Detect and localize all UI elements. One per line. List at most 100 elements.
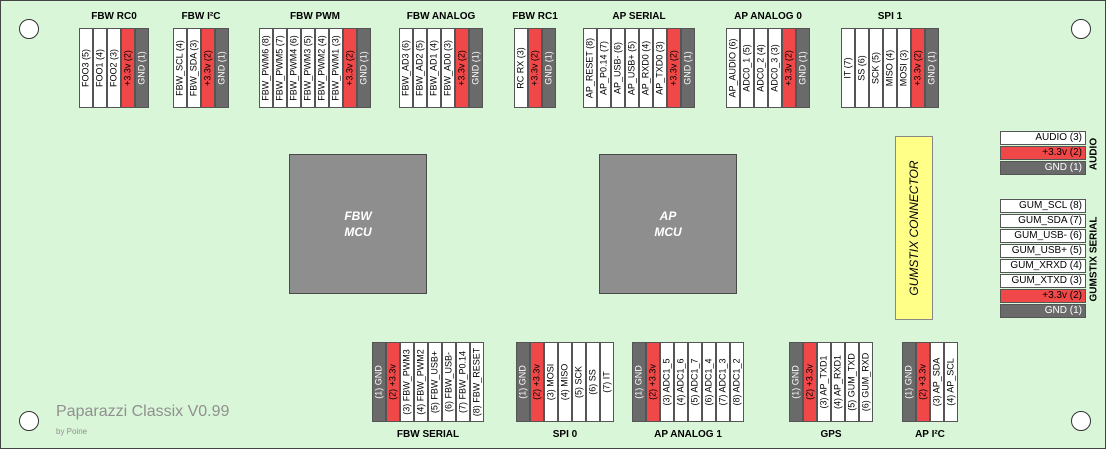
connector-fbw-pwm-pin-fbw-pwm6-8: FBW_PWM6 (8): [259, 28, 273, 108]
connector-spi-0-pin-4-miso: (4) MISO: [558, 342, 572, 422]
connector-fbw-serial-pin-1-gnd: (1) GND: [372, 342, 386, 422]
pin-label: +3.3v (2): [344, 50, 355, 86]
connector-audio-title: AUDIO: [1088, 137, 1100, 170]
pin-label: (5) SCK: [573, 365, 584, 399]
connector-fbw-analog-pin-fbw-ad3-6: FBW_AD3 (6): [399, 28, 413, 108]
connector-gumstix-serial-pin-gnd-1: GND (1): [1000, 304, 1086, 318]
pin-label: (2) +3.3v: [804, 364, 815, 400]
pin-label: (1) GND: [517, 365, 528, 399]
pin-label: FBW_PWM5 (7): [274, 35, 285, 101]
connector-spi-0-pin-5-sck: (5) SCK: [572, 342, 586, 422]
pin-label: +3.3v (2): [122, 50, 133, 86]
connector-fbw-serial-pin-7-fbw-p0-14: (7) FBW_P0.14: [456, 342, 470, 422]
pin-label: (3) ADC1_5: [661, 358, 672, 406]
fbw-mcu: FBW MCU: [289, 154, 427, 294]
connector-ap-analog-1-pin-1-gnd: (1) GND: [632, 342, 646, 422]
connector-spi-1-pin-it-7: IT (7): [841, 28, 855, 108]
pin-label: GND (1): [543, 51, 554, 85]
connector-ap-analog-0-pin-adc0-1-5: ADC0_1 (5): [740, 28, 754, 108]
connector-ap-serial-pin-ap-p0-14-7: AP_P0.14 (7): [597, 28, 611, 108]
connector-fbw-serial-title: FBW SERIAL: [396, 429, 460, 440]
connector-ap-serial-title: AP SERIAL: [612, 11, 666, 22]
mounting-hole-top-right: [1071, 19, 1091, 39]
connector-fbw-serial-pin-6-fbw-usb: (6) FBW_USB-: [442, 342, 456, 422]
connector-ap-analog-0-pin-ap-audio-6: AP_AUDIO (6): [726, 28, 740, 108]
connector-ap-serial-pin-ap-usb-5: AP_USB+ (5): [625, 28, 639, 108]
mounting-hole-bottom-right: [1071, 411, 1091, 431]
connector-fbw-analog-title: FBW ANALOG: [406, 11, 476, 22]
pin-label: (3) FBW_PWM3: [401, 349, 412, 415]
connector-gumstix-serial-pin-gum-xrxd-4: GUM_XRXD (4): [1000, 259, 1086, 273]
pin-label: (4) MISO: [559, 363, 570, 401]
connector-fbw-pwm-pin-fbw-pwm4-6: FBW_PWM4 (6): [287, 28, 301, 108]
connector-gumstix-serial-pin-3-3v-2: +3.3v (2): [1000, 289, 1086, 303]
connector-fbw-serial-pin-3-fbw-pwm3: (3) FBW_PWM3: [400, 342, 414, 422]
pin-label: FBW_AD1 (4): [428, 39, 439, 97]
connector-fbw-serial-pin-5-fbw-usb: (5) FBW_USB+: [428, 342, 442, 422]
connector-fbw-rc1-pin-gnd-1: GND (1): [542, 28, 556, 108]
connector-fbw-pwm-pin-fbw-pwm3-5: FBW_PWM3 (5): [301, 28, 315, 108]
connector-ap-analog-1-pin-4-adc1-6: (4) ADC1_6: [674, 342, 688, 422]
pin-label: GND (1): [358, 51, 369, 85]
pin-label: ADC0_3 (3): [769, 44, 780, 92]
connector-fbw-rc0-pin-foo2-3: FOO2 (3): [107, 28, 121, 108]
pin-label: (5) ADC1_7: [689, 358, 700, 406]
connector-ap-analog-1-pin-5-adc1-7: (5) ADC1_7: [688, 342, 702, 422]
connector-gps-pin-5-gum-txd: (5) GUM_TXD: [845, 342, 859, 422]
pin-label: IT (7): [842, 57, 853, 79]
connector-fbw-rc1-pin-3-3v-2: +3.3v (2): [528, 28, 542, 108]
connector-fbw-i2c-pin-fbw-sda-3: FBW_SDA (3): [187, 28, 201, 108]
pin-label: FOO3 (5): [80, 48, 91, 88]
pin-label: FBW_AD2 (5): [414, 39, 425, 97]
pin-label: (4) FBW_PWM2: [415, 349, 426, 415]
pin-label: (2) +3.3v: [531, 364, 542, 400]
connector-fbw-serial-pin-8-fbw-reset: (8) FBW_RESET: [470, 342, 484, 422]
connector-ap-i2c-pin-3-ap-sda: (3) AP_SDA: [930, 342, 944, 422]
pin-label: (6) GUM_RXD: [860, 352, 871, 412]
connector-spi-0-pin-3-mosi: (3) MOSI: [544, 342, 558, 422]
pin-label: (3) AP_SDA: [931, 357, 942, 407]
connector-gumstix-serial-pin-gum-usb-6: GUM_USB- (6): [1000, 229, 1086, 243]
pin-label: AP_AUDIO (6): [727, 38, 738, 98]
pin-label: (6) SS: [587, 369, 598, 395]
connector-ap-serial-pin-3-3v-2: +3.3v (2): [667, 28, 681, 108]
connector-gps-pin-1-gnd: (1) GND: [789, 342, 803, 422]
pin-label: (7) ADC1_3: [717, 358, 728, 406]
connector-spi-0-pin-6-ss: (6) SS: [586, 342, 600, 422]
pin-label: +3.3v (2): [783, 50, 794, 86]
connector-ap-analog-1-pin-8-adc1-2: (8) ADC1_2: [730, 342, 744, 422]
pin-label: AP_RESET (8): [584, 37, 595, 99]
connector-ap-analog-0-pin-gnd-1: GND (1): [796, 28, 810, 108]
connector-ap-analog-0-pin-3-3v-2: +3.3v (2): [782, 28, 796, 108]
pin-label: FBW_PWM1 (3): [330, 35, 341, 101]
board-title: Paparazzi Classix V0.99: [56, 403, 230, 420]
connector-audio-pin-gnd-1: GND (1): [1000, 161, 1086, 175]
pin-label: SS (6): [856, 55, 867, 81]
connector-gps-pin-2-3-3v: (2) +3.3v: [803, 342, 817, 422]
pin-label: +3.3v (2): [529, 50, 540, 86]
connector-fbw-rc0-title: FBW RC0: [91, 11, 137, 22]
pin-label: GND (1): [136, 51, 147, 85]
pin-label: (7) FBW_P0.14: [457, 350, 468, 414]
pin-label: FBW_AD3 (6): [400, 39, 411, 97]
pin-label: FBW_PWM6 (8): [260, 35, 271, 101]
connector-spi-0-pin-1-gnd: (1) GND: [516, 342, 530, 422]
pin-label: FBW_SDA (3): [188, 39, 199, 97]
ap-mcu-label-line2: MCU: [654, 225, 682, 239]
connector-fbw-rc1-pin-rc-rx-3: RC RX (3): [514, 28, 528, 108]
pin-label: (1) GND: [633, 365, 644, 399]
connector-spi-1-pin-gnd-1: GND (1): [925, 28, 939, 108]
connector-spi-1-pin-3-3v-2: +3.3v (2): [911, 28, 925, 108]
pin-label: (4) AP_SCL: [945, 358, 956, 406]
gumstix-connector: GUMSTIX CONNECTOR: [895, 136, 933, 320]
pin-label: (3) AP_TXD1: [818, 355, 829, 409]
fbw-mcu-label-line2: MCU: [344, 225, 372, 239]
connector-ap-serial-pin-gnd-1: GND (1): [681, 28, 695, 108]
connector-fbw-serial-pin-4-fbw-pwm2: (4) FBW_PWM2: [414, 342, 428, 422]
pin-label: FBW_PWM2 (4): [316, 35, 327, 101]
pin-label: (6) ADC1_4: [703, 358, 714, 406]
connector-gumstix-serial-pin-gum-xtxd-3: GUM_XTXD (3): [1000, 274, 1086, 288]
pin-label: AP_RXD0 (4): [640, 40, 651, 96]
pin-label: (8) FBW_RESET: [471, 347, 482, 417]
pin-label: (2) +3.3v: [387, 364, 398, 400]
